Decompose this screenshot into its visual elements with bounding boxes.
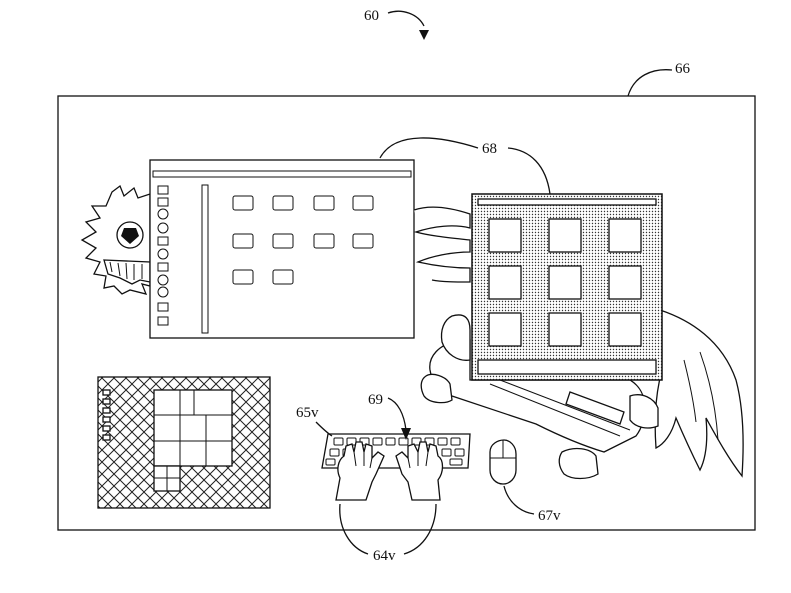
window-icon [149,159,415,339]
pointer-leader [387,397,407,431]
environment-leader [627,69,673,97]
screens-label: 68 [482,141,497,157]
environment-label: 66 [675,61,691,77]
window-app-icons [232,195,374,285]
mouse-icon [489,439,517,485]
patterned-panel-icon [97,376,271,509]
mouse-leader [503,485,535,515]
hands-label: 64v [373,548,396,564]
pointer-arrow-icon [401,428,411,440]
figure-label-group: 60 [364,8,429,40]
figure-arrowhead [419,30,429,40]
hands-leader-left [339,503,369,555]
winged-car-icon [413,206,744,480]
window-sidebar-icons [157,185,169,326]
monster-face-icon [80,184,151,295]
grid-window-icon [471,193,663,381]
figure-number-label: 60 [364,8,379,24]
figure-arrow [387,10,425,27]
hands-leader-right [403,503,437,555]
hands-icon [335,441,444,501]
keyboard-label: 65v [296,405,319,421]
environment-frame [57,95,756,531]
screens-leader-right [507,147,551,195]
keyboard-leader [315,421,333,437]
pointer-label: 69 [368,392,383,408]
screens-leader-left [379,137,479,159]
panel-side-icons [102,389,111,441]
mouse-label: 67v [538,508,561,524]
